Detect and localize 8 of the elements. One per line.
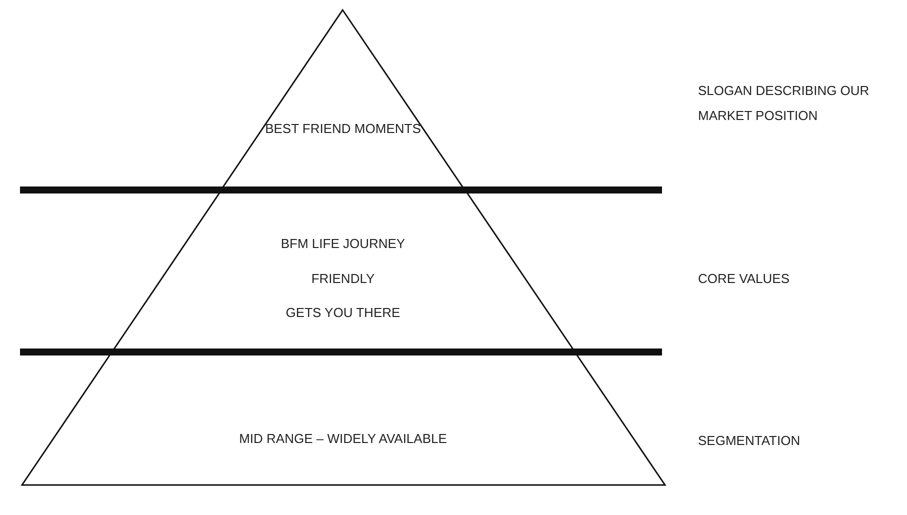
tier-text: MID RANGE – WIDELY AVAILABLE <box>239 431 447 446</box>
tier-caption: CORE VALUES <box>698 270 791 288</box>
tier-text: BEST FRIEND MOMENTS <box>265 121 421 136</box>
tier-text: FRIENDLY <box>311 271 375 286</box>
tier-caption: SEGMENTATION <box>698 432 802 450</box>
tier-caption: SLOGAN DESCRIBING OUR MARKET POSITION <box>698 82 870 125</box>
tier-text: GETS YOU THERE <box>286 305 400 320</box>
tier-text: BFM LIFE JOURNEY <box>280 236 406 251</box>
